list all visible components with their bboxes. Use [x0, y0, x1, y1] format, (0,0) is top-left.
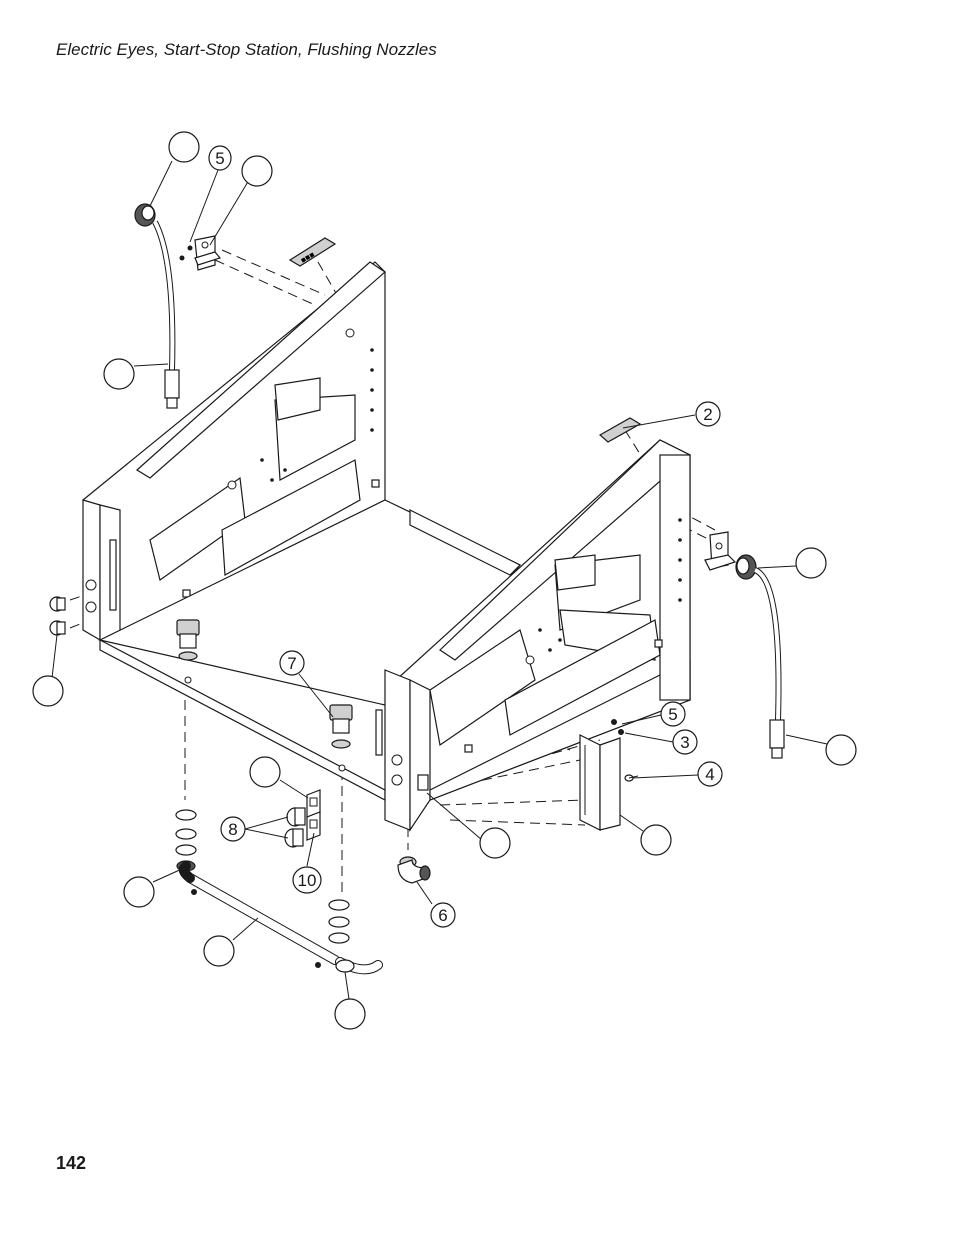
- side-cover: [579, 734, 621, 831]
- callout-c-blank-station-plate: [249, 756, 281, 788]
- warning-label-right: [598, 417, 642, 443]
- callout-3: 3: [672, 729, 698, 755]
- svg-text:7: 7: [287, 654, 296, 673]
- callout-c-blank-eye-right: [795, 547, 827, 579]
- svg-text:6: 6: [438, 906, 447, 925]
- frame-left-panel: [82, 261, 386, 642]
- flushing-nozzle-right: [329, 704, 353, 749]
- callout-5-right: 5: [660, 701, 686, 727]
- eye-bracket-right: [704, 531, 737, 571]
- washer-stack-left: [175, 809, 197, 872]
- callout-6: 6: [430, 902, 456, 928]
- svg-text:5: 5: [215, 149, 224, 168]
- svg-text:10: 10: [298, 871, 317, 890]
- page-number: 142: [56, 1153, 87, 1173]
- callout-c-blank-elbow: [123, 876, 155, 908]
- hole-plugs-left: [49, 596, 66, 636]
- callout-c-blank-frame: [479, 827, 511, 859]
- page-header: Electric Eyes, Start-Stop Station, Flush…: [56, 40, 437, 59]
- callout-c-blank-fitting-left: [103, 358, 135, 390]
- electric-eye-left: [134, 203, 180, 409]
- callout-8: 8: [220, 816, 246, 842]
- electric-eye-right: [735, 554, 785, 759]
- callout-c-blank-cover: [640, 824, 672, 856]
- leader-lines: [51, 160, 828, 1000]
- frame-floor: [98, 499, 522, 801]
- callout-c-blank-plugs: [32, 675, 64, 707]
- flush-pipe-assembly: [178, 861, 383, 975]
- svg-text:2: 2: [703, 405, 712, 424]
- callout-c-blank-fitting-right: [825, 734, 857, 766]
- eye-bracket-left: [179, 235, 222, 271]
- callout-7: 7: [279, 650, 305, 676]
- elbow-fitting: [397, 856, 431, 884]
- callout-4: 4: [697, 761, 723, 787]
- flushing-nozzle-left: [176, 619, 200, 661]
- callout-10: 10: [292, 866, 322, 894]
- washer-stack-right: [328, 899, 350, 944]
- svg-text:5: 5: [668, 705, 677, 724]
- warning-label-left: ■■■: [288, 237, 337, 267]
- svg-text:3: 3: [680, 733, 689, 752]
- start-stop-station: [284, 789, 321, 848]
- callout-2: 2: [695, 401, 721, 427]
- frame-right-panel: [109, 439, 692, 832]
- svg-text:8: 8: [228, 820, 237, 839]
- callout-c-blank-bracket-left: [241, 155, 273, 187]
- callout-5-top: 5: [208, 145, 232, 171]
- hardware-right: [611, 719, 639, 782]
- callout-c-blank-nozzle: [334, 998, 366, 1030]
- svg-text:4: 4: [705, 765, 714, 784]
- callout-c-blank-eye-left: [168, 131, 200, 163]
- callout-c-blank-pipe: [203, 935, 235, 967]
